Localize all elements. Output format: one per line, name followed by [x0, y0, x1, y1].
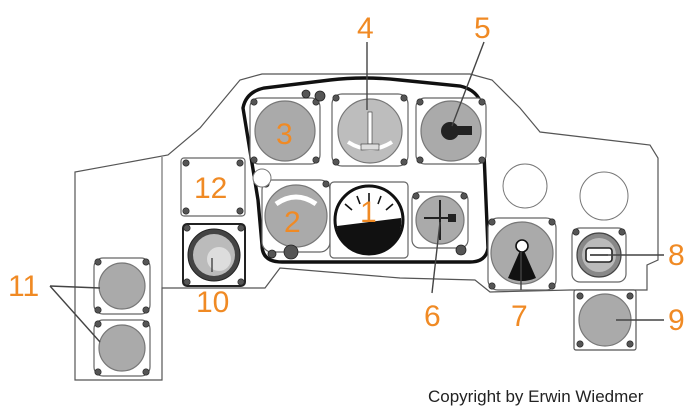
callout-1: 1: [360, 196, 377, 229]
callout-8: 8: [668, 239, 685, 272]
gauge-9: [573, 289, 637, 351]
callout-3: 3: [276, 118, 293, 151]
callout-11: 11: [8, 270, 39, 303]
gauge-5: [415, 97, 487, 165]
callout-12: 12: [194, 172, 227, 205]
gauge-2: [261, 179, 331, 260]
leader-line-6: [431, 221, 441, 294]
gauge-11-lower: [93, 319, 151, 377]
gauge-4: [331, 93, 409, 167]
gauge-10: [182, 223, 246, 287]
gauge-12: [180, 157, 246, 217]
callout-9: 9: [668, 304, 685, 337]
leader-line-11a: [49, 285, 101, 289]
callout-7: 7: [511, 300, 528, 333]
empty-instrument-hole: [502, 163, 548, 209]
callout-2: 2: [284, 206, 301, 239]
copyright-notice: Copyright by Erwin Wiedmer: [428, 387, 644, 406]
gauge-3: [249, 97, 321, 165]
gauge-1: [329, 181, 409, 259]
leader-line-5: [451, 41, 485, 127]
callout-6: 6: [424, 300, 441, 333]
empty-instrument-hole: [579, 171, 629, 221]
callout-4: 4: [357, 12, 374, 45]
gauge-6: [411, 191, 469, 256]
callout-10: 10: [196, 286, 229, 319]
gauge-7: [487, 217, 557, 291]
gauge-11-upper: [93, 257, 151, 315]
leader-line-11b: [49, 285, 101, 343]
callout-5: 5: [474, 12, 491, 45]
empty-instrument-hole: [252, 168, 272, 188]
gauge-8: [571, 227, 627, 283]
